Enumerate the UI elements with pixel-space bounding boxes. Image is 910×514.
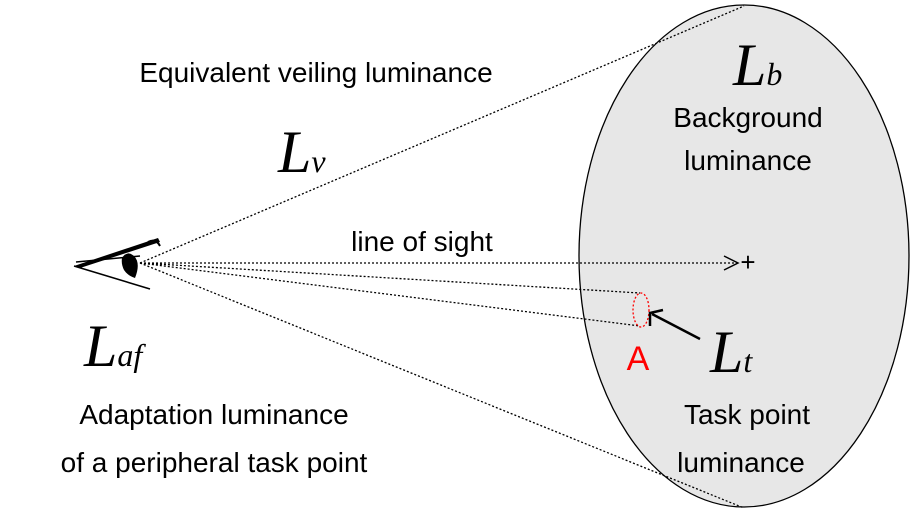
task-arrow bbox=[648, 308, 701, 341]
line-of-sight-label: line of sight bbox=[351, 226, 493, 257]
fixation-cross: + bbox=[740, 247, 755, 277]
eye-icon bbox=[73, 238, 161, 290]
symbol-Lb: Lb bbox=[732, 32, 782, 98]
point-a-label: A bbox=[627, 340, 650, 378]
symbol-Laf-sub: af bbox=[117, 337, 146, 373]
line-of-sight-arrowhead bbox=[723, 255, 740, 271]
symbol-Lb-main: L bbox=[732, 32, 766, 98]
symbol-Laf: Laf bbox=[83, 313, 146, 379]
adaptation-label: Adaptation luminance bbox=[79, 399, 348, 430]
lower-boundary-line bbox=[139, 262, 745, 509]
symbol-Lv-main: L bbox=[277, 119, 311, 185]
symbol-Laf-main: L bbox=[83, 313, 117, 379]
background-sub-label: luminance bbox=[684, 145, 812, 176]
task-point-ellipse bbox=[632, 292, 650, 328]
symbol-Lt-sub: t bbox=[743, 343, 753, 379]
symbol-Lv-sub: v bbox=[311, 143, 326, 179]
task-lower-line bbox=[139, 262, 641, 327]
symbol-Lb-sub: b bbox=[766, 56, 782, 92]
visual-field-ellipse bbox=[578, 4, 910, 508]
symbol-Lt: Lt bbox=[709, 319, 753, 385]
symbol-Lt-main: L bbox=[709, 319, 743, 385]
background-label: Background bbox=[673, 102, 822, 133]
task-point-label: Task point bbox=[684, 399, 810, 430]
adaptation-sub-label: of a peripheral task point bbox=[61, 447, 368, 478]
sight-lines bbox=[139, 5, 745, 509]
task-upper-line bbox=[139, 262, 641, 294]
veiling-luminance-label: Equivalent veiling luminance bbox=[139, 57, 492, 88]
task-point-sub-label: luminance bbox=[677, 447, 805, 478]
upper-boundary-line bbox=[139, 5, 745, 264]
symbol-Lv: Lv bbox=[277, 119, 326, 185]
